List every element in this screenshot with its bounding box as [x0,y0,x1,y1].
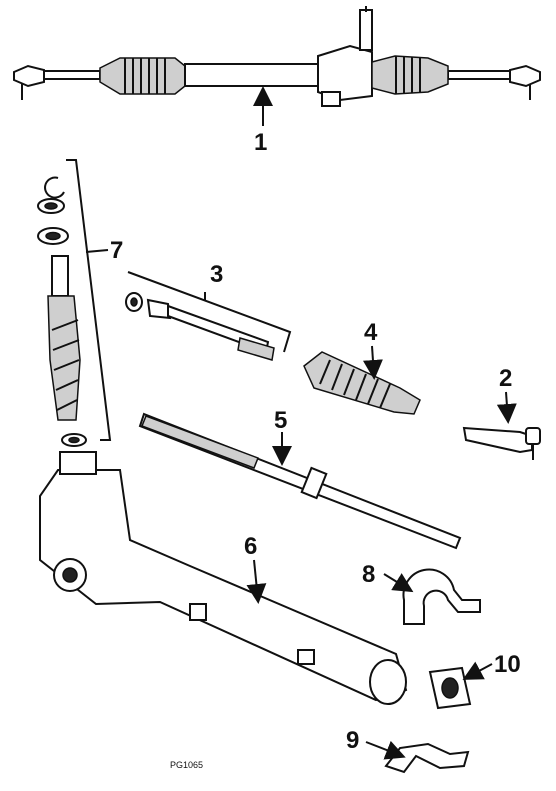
inner-tie-rod [125,271,292,361]
steering-gear-assembly [13,6,541,107]
callout-6: 6 [244,533,257,560]
callout-9: 9 [346,727,359,754]
callout-1: 1 [254,129,267,156]
outer-tie-rod-end [462,426,541,460]
callout-7: 7 [110,237,123,264]
gear-housing [39,451,408,705]
drawing-code: PG1065 [170,760,203,770]
callout-4: 4 [364,319,378,346]
callout-3: 3 [210,261,223,288]
pinion-kit [37,159,112,447]
callout-5: 5 [274,407,287,434]
clamp [384,742,470,774]
rack [138,412,462,550]
callout-2: 2 [499,365,512,392]
rack-boot [303,351,421,415]
mounting-bracket [402,568,481,625]
callout-10: 10 [494,651,521,678]
callout-8: 8 [362,561,375,588]
bushing [428,666,472,710]
